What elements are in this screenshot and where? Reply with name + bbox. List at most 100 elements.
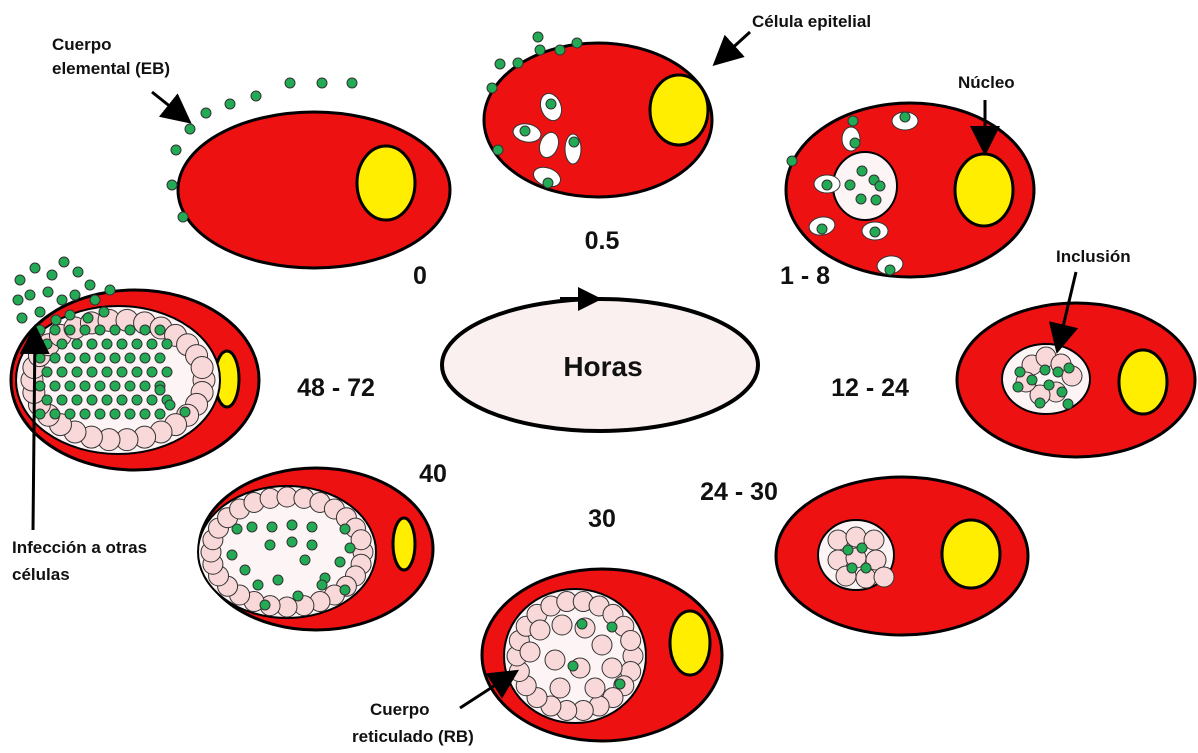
elementary-body <box>1053 367 1063 377</box>
elementary-body <box>180 407 190 417</box>
elementary-body <box>80 325 90 335</box>
elementary-body <box>42 339 52 349</box>
elementary-body <box>147 395 157 405</box>
elementary-body <box>42 367 52 377</box>
elementary-body <box>35 381 45 391</box>
elementary-body <box>493 145 503 155</box>
elementary-body <box>125 409 135 419</box>
elementary-body <box>140 409 150 419</box>
time-label-12-24: 12 - 24 <box>831 374 909 402</box>
annotation-elementary-body-line2: elemental (EB) <box>52 59 170 78</box>
elementary-body <box>95 325 105 335</box>
elementary-body <box>1063 399 1073 409</box>
elementary-body <box>568 661 578 671</box>
reticulate-body <box>602 658 622 678</box>
elementary-body <box>555 45 565 55</box>
elementary-body <box>125 325 135 335</box>
elementary-body <box>35 409 45 419</box>
reticulate-body <box>874 567 894 587</box>
elementary-body <box>317 78 327 88</box>
elementary-body <box>95 353 105 363</box>
elementary-body <box>340 585 350 595</box>
elementary-body <box>847 563 857 573</box>
arrow-icon <box>33 330 35 530</box>
elementary-body <box>546 99 556 109</box>
annotation-infection-line1: Infección a otras <box>12 538 147 557</box>
time-label-40: 40 <box>419 460 447 488</box>
elementary-body <box>520 126 530 136</box>
elementary-body <box>171 145 181 155</box>
elementary-body <box>125 381 135 391</box>
cell-stage-1-8 <box>786 103 1034 277</box>
elementary-body <box>165 400 175 410</box>
elementary-body <box>856 194 866 204</box>
elementary-body <box>57 339 67 349</box>
elementary-body <box>273 575 283 585</box>
elementary-body <box>72 395 82 405</box>
elementary-body <box>857 543 867 553</box>
elementary-body <box>42 395 52 405</box>
elementary-body <box>787 156 797 166</box>
elementary-body <box>293 591 303 601</box>
elementary-body <box>57 295 67 305</box>
elementary-body <box>83 313 93 323</box>
cell-stage-0-5 <box>484 32 712 197</box>
elementary-body <box>495 59 505 69</box>
elementary-body <box>487 83 497 93</box>
reticulate-body <box>520 642 540 662</box>
cell-stage-48-72 <box>11 257 259 470</box>
elementary-body <box>87 339 97 349</box>
elementary-body <box>260 600 270 610</box>
annotation-reticulate-body-line1: Cuerpo <box>370 700 430 719</box>
elementary-body <box>227 550 237 560</box>
elementary-body <box>35 307 45 317</box>
elementary-body <box>317 580 327 590</box>
elementary-body <box>513 58 523 68</box>
reticulate-body <box>530 620 550 640</box>
elementary-body <box>25 290 35 300</box>
cell-stage-40 <box>198 468 433 630</box>
elementary-body <box>140 381 150 391</box>
elementary-body <box>167 180 177 190</box>
elementary-body <box>875 181 885 191</box>
elementary-body <box>105 285 115 295</box>
elementary-body <box>43 287 53 297</box>
elementary-body <box>535 45 545 55</box>
reticulate-body <box>550 678 570 698</box>
elementary-body <box>817 224 827 234</box>
time-label-30: 30 <box>588 505 616 533</box>
elementary-body <box>900 112 910 122</box>
elementary-body <box>132 367 142 377</box>
elementary-body <box>861 563 871 573</box>
elementary-body <box>178 212 188 222</box>
elementary-body <box>102 395 112 405</box>
elementary-body <box>247 522 257 532</box>
elementary-body <box>50 409 60 419</box>
cell-stage-30 <box>482 569 722 741</box>
elementary-body <box>125 353 135 363</box>
elementary-body <box>845 180 855 190</box>
time-label-0-5: 0.5 <box>585 227 620 255</box>
elementary-body <box>232 524 242 534</box>
elementary-body <box>1027 375 1037 385</box>
elementary-body <box>1013 382 1023 392</box>
annotation-inclusion: Inclusión <box>1056 247 1131 266</box>
annotation-infection-line2: células <box>12 565 70 584</box>
elementary-body <box>65 381 75 391</box>
time-label-48-72: 48 - 72 <box>297 374 375 402</box>
reticulate-body <box>191 357 213 379</box>
elementary-body <box>850 138 860 148</box>
center-hours: Horas <box>442 299 758 431</box>
elementary-body <box>1064 363 1074 373</box>
elementary-body <box>132 339 142 349</box>
elementary-body <box>117 339 127 349</box>
elementary-body <box>50 325 60 335</box>
elementary-body <box>147 339 157 349</box>
elementary-body <box>110 409 120 419</box>
elementary-body <box>857 166 867 176</box>
elementary-body <box>117 367 127 377</box>
elementary-body <box>85 280 95 290</box>
elementary-body <box>13 295 23 305</box>
elementary-body <box>843 545 853 555</box>
center-label: Horas <box>563 351 642 382</box>
